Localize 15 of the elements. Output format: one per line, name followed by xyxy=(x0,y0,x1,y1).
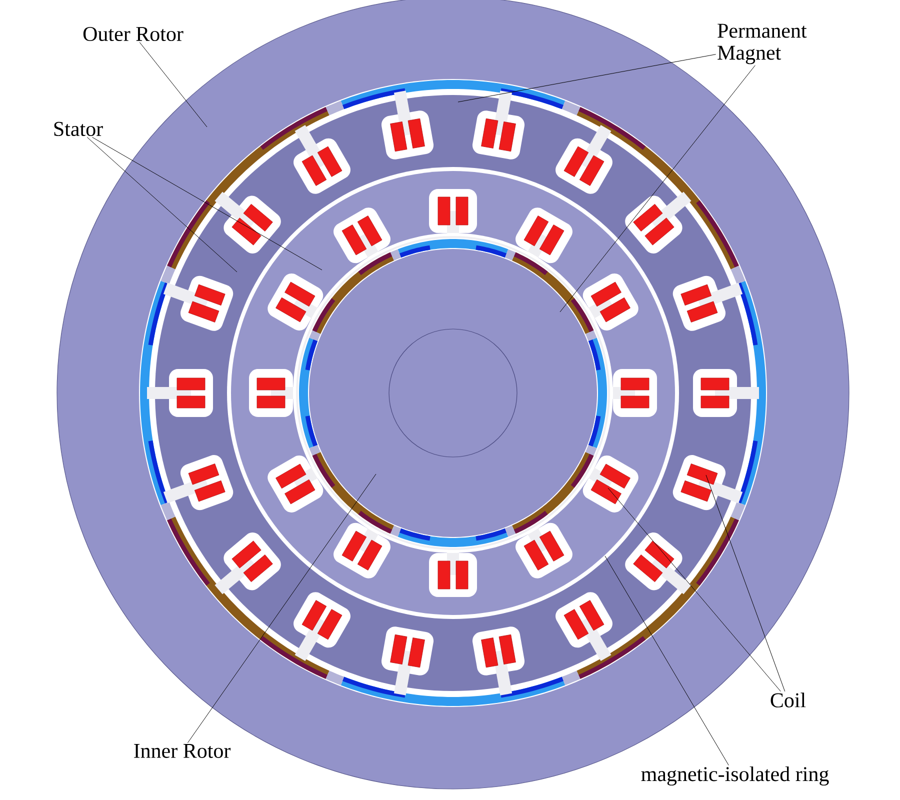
part-label: magnetic-isolated ring xyxy=(641,766,829,786)
leader-line xyxy=(608,488,781,692)
part-label: Inner Rotor xyxy=(134,744,231,758)
leader-line xyxy=(706,474,786,692)
leader-line xyxy=(139,42,208,128)
part-label: Permanent Magnet xyxy=(718,24,807,64)
leader-line xyxy=(92,137,322,270)
part-label: Coil xyxy=(770,692,806,708)
part-label: Stator xyxy=(54,122,103,136)
leader-line xyxy=(560,65,756,312)
leader-line xyxy=(458,54,716,102)
leader-line xyxy=(187,474,376,744)
leader-line xyxy=(604,556,729,766)
part-label: Outer Rotor xyxy=(83,26,184,42)
leader-line xyxy=(86,137,238,272)
